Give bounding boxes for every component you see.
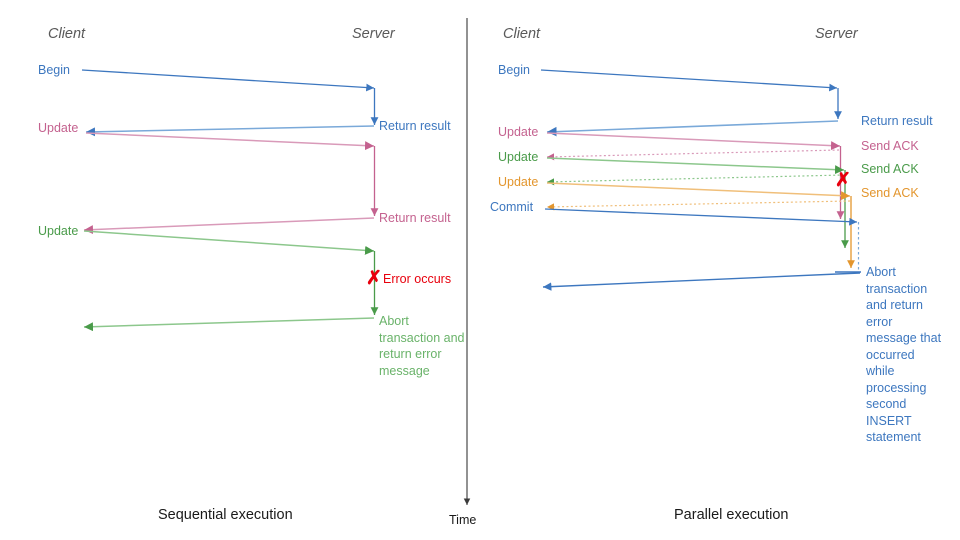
arrow-abort-response	[83, 317, 375, 332]
sequential-panel-arrows	[81, 69, 379, 332]
arrow-send-ack-3	[546, 200, 851, 211]
arrow-update-2-request	[546, 157, 845, 175]
label-update-2-sequential: Update	[38, 224, 79, 238]
arrow-commit-request	[544, 208, 858, 226]
arrow-abort-response	[542, 272, 861, 291]
client-header-parallel: Client	[503, 26, 541, 42]
error-x-icon-parallel: ✗	[835, 170, 851, 191]
arrow-update-2-request	[83, 230, 375, 255]
server-header-parallel: Server	[815, 26, 858, 42]
error-x-icon-sequential: ✗	[366, 268, 382, 289]
label-abort-message-parallel: Abort transaction and return error messa…	[866, 265, 942, 444]
arrow-send-ack-2	[546, 174, 845, 186]
label-return-result-2-sequential: Return result	[379, 211, 451, 225]
label-send-ack-2-parallel: Send ACK	[861, 162, 919, 176]
arrow-update-1-request	[546, 132, 841, 151]
server-header-sequential: Server	[352, 26, 395, 42]
caption-sequential: Sequential execution	[158, 507, 293, 523]
arrow-return-result	[546, 120, 839, 137]
arrow-return-result-2	[83, 217, 375, 235]
client-header-sequential: Client	[48, 26, 86, 42]
label-update-1-sequential: Update	[38, 121, 79, 135]
label-begin-parallel: Begin	[498, 63, 530, 77]
label-send-ack-3-parallel: Send ACK	[861, 186, 919, 200]
arrow-return-result-1	[85, 125, 375, 137]
arrow-send-ack-1	[546, 149, 840, 161]
parallel-panel-arrows	[540, 69, 861, 291]
arrow-update-1-request	[85, 132, 375, 151]
label-update-2-parallel: Update	[498, 150, 539, 164]
label-begin-sequential: Begin	[38, 63, 70, 77]
label-send-ack-1-parallel: Send ACK	[861, 139, 919, 153]
caption-parallel: Parallel execution	[674, 507, 789, 523]
time-axis-label: Time	[449, 513, 477, 527]
label-update-3-parallel: Update	[498, 175, 539, 189]
arrow-begin-request	[81, 69, 375, 92]
label-return-result-1-sequential: Return result	[379, 119, 451, 133]
arrow-update-3-request	[546, 182, 851, 201]
label-abort-message-sequential: Abort transaction and return error messa…	[379, 314, 465, 378]
label-commit-parallel: Commit	[490, 200, 534, 214]
label-error-occurs-sequential: Error occurs	[383, 272, 452, 286]
label-return-result-parallel: Return result	[861, 114, 933, 128]
arrow-begin-request	[540, 69, 838, 92]
label-update-1-parallel: Update	[498, 125, 539, 139]
